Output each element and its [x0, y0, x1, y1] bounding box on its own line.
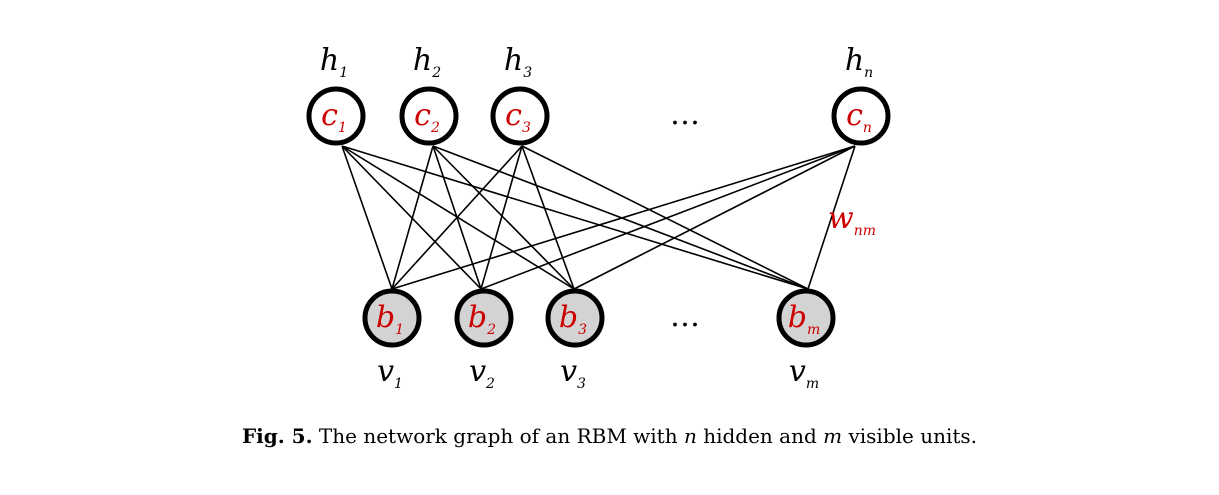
caption-text-2: hidden and — [696, 424, 824, 448]
visible-ellipsis: … — [670, 299, 700, 334]
edge-hn-v3 — [573, 145, 856, 290]
visible-node-v1 — [362, 288, 422, 348]
connection-edges — [341, 145, 856, 290]
hidden-bias-label-hn: cn — [846, 98, 872, 136]
weight-label-wnm: wnm — [828, 201, 876, 239]
figure-label: Fig. 5. — [241, 424, 313, 448]
edge-h1-v1 — [341, 145, 393, 290]
edge-h2-vm — [432, 145, 809, 290]
visible-unit-label-v3: v3 — [560, 354, 586, 392]
hidden-node-h3 — [490, 86, 550, 146]
edge-h2-v3 — [432, 145, 575, 290]
visible-bias-label-vm: bm — [788, 300, 821, 338]
visible-unit-label-vm: vm — [789, 354, 819, 392]
hidden-unit-label-h2: h2 — [413, 43, 441, 81]
unit-labels: c1 h1 c2 h2 c3 h3 cn hn b1 v1 b2 v2 b3 v3 bm vm … … wnm — [320, 43, 876, 392]
edge-h1-vm — [341, 145, 809, 290]
visible-bias-label-v2: b2 — [468, 300, 496, 338]
caption-text-3: visible units. — [842, 424, 978, 448]
caption-n-symbol: n — [683, 424, 697, 448]
edge-h3-vm — [521, 145, 809, 290]
figure-caption: Fig. 5. The network graph of an RBM with… — [0, 424, 1219, 448]
edge-hn-v1 — [391, 145, 856, 290]
edge-h3-v1 — [391, 145, 523, 290]
visible-node-v2 — [454, 288, 514, 348]
hidden-bias-label-h3: c3 — [505, 98, 531, 136]
edge-h2-v1 — [391, 145, 434, 290]
visible-unit-label-v1: v1 — [377, 354, 403, 392]
edge-h3-v2 — [480, 145, 523, 290]
visible-node-v3 — [545, 288, 605, 348]
hidden-unit-label-h1: h1 — [320, 43, 348, 81]
hidden-unit-label-h3: h3 — [504, 43, 532, 81]
rbm-network-diagram: c1 h1 c2 h2 c3 h3 cn hn b1 v1 b2 v2 b3 v3 bm vm … … wnm — [306, 43, 891, 392]
edge-h3-v3 — [521, 145, 575, 290]
visible-bias-label-v3: b3 — [559, 300, 587, 338]
hidden-bias-label-h1: c1 — [321, 98, 347, 136]
edge-hn-v2 — [480, 145, 856, 290]
visible-node-vm — [776, 288, 836, 348]
visible-bias-label-v1: b1 — [376, 300, 404, 338]
caption-text-1: The network graph of an RBM with — [312, 424, 684, 448]
edge-h1-v2 — [341, 145, 482, 290]
edge-hn-vm — [807, 145, 856, 290]
hidden-node-h1 — [306, 86, 366, 146]
hidden-ellipsis: … — [670, 97, 700, 132]
caption-m-symbol: m — [823, 424, 843, 448]
hidden-node-hn — [831, 86, 891, 146]
hidden-bias-label-h2: c2 — [414, 98, 440, 136]
hidden-unit-label-hn: hn — [845, 43, 873, 81]
hidden-node-h2 — [399, 86, 459, 146]
unit-nodes — [306, 86, 891, 348]
visible-unit-label-v2: v2 — [469, 354, 495, 392]
